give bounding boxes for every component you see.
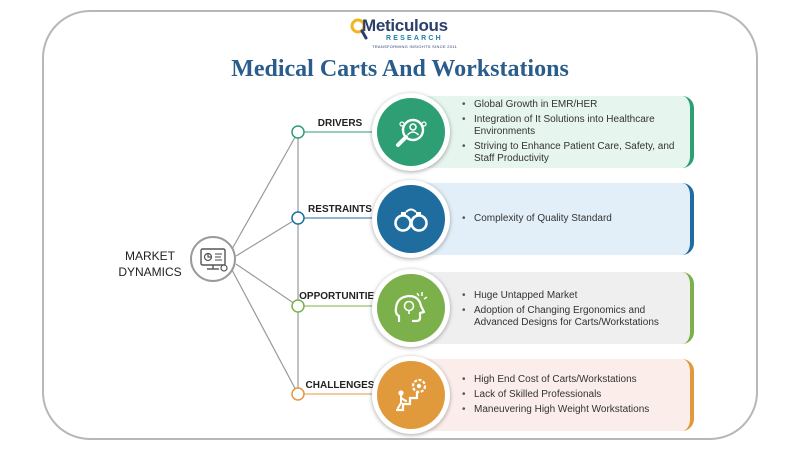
- branch-line-restraints: [235, 217, 299, 257]
- logo-research: RESEARCH: [386, 35, 443, 42]
- list-item: High End Cost of Carts/Workstations: [460, 374, 688, 386]
- category-label-opportunities: OPPORTUNITIES: [299, 291, 381, 302]
- list-item: Complexity of Quality Standard: [460, 213, 688, 225]
- branch-line-drivers: [231, 131, 299, 250]
- center-label: MARKET DYNAMICS: [110, 248, 190, 280]
- rounded-frame: [42, 10, 758, 440]
- page-title: Medical Carts And Workstations: [231, 56, 569, 82]
- category-label-drivers: DRIVERS: [317, 118, 363, 129]
- node-opportunities: [291, 299, 305, 313]
- category-label-challenges: CHALLENGES: [305, 380, 375, 391]
- list-item: Maneuvering High Weight Workstations: [460, 404, 688, 416]
- list-item: Integration of It Solutions into Healthc…: [460, 114, 688, 138]
- center-label-line2: DYNAMICS: [118, 265, 182, 279]
- node-drivers: [291, 125, 305, 139]
- climbing-gear-icon: [377, 361, 445, 429]
- node-challenges: [291, 387, 305, 401]
- computer-analytics-icon: [190, 236, 236, 282]
- logo: Meticulous RESEARCH TRANSFORMING INSIGHT…: [340, 14, 460, 52]
- list-item: Striving to Enhance Patient Care, Safety…: [460, 141, 688, 165]
- category-label-restraints: RESTRAINTS: [308, 204, 372, 215]
- logo-name: Meticulous: [362, 16, 448, 35]
- category-circle-challenges: [372, 356, 450, 434]
- list-item: Adoption of Changing Ergonomics and Adva…: [460, 305, 688, 329]
- bullet-list-drivers: Global Growth in EMR/HER Integration of …: [460, 99, 688, 168]
- category-circle-restraints: [372, 180, 450, 258]
- head-idea-icon: [377, 274, 445, 342]
- logo-tagline: TRANSFORMING INSIGHTS SINCE 2011: [372, 44, 458, 49]
- category-circle-opportunities: [372, 269, 450, 347]
- magnifier-logo-icon: [350, 18, 368, 40]
- center-label-line1: MARKET: [124, 249, 175, 263]
- list-item: Global Growth in EMR/HER: [460, 99, 688, 111]
- bullet-list-challenges: High End Cost of Carts/Workstations Lack…: [460, 374, 688, 419]
- branch-line-challenges: [231, 269, 299, 395]
- list-item: Lack of Skilled Professionals: [460, 389, 688, 401]
- branch-line-opportunities: [235, 263, 299, 307]
- category-circle-drivers: [372, 93, 450, 171]
- bullet-list-opportunities: Huge Untapped Market Adoption of Changin…: [460, 290, 688, 332]
- node-restraints: [291, 211, 305, 225]
- bullet-list-restraints: Complexity of Quality Standard: [460, 213, 688, 228]
- list-item: Huge Untapped Market: [460, 290, 688, 302]
- handcuffs-icon: [377, 185, 445, 253]
- search-people-icon: [377, 98, 445, 166]
